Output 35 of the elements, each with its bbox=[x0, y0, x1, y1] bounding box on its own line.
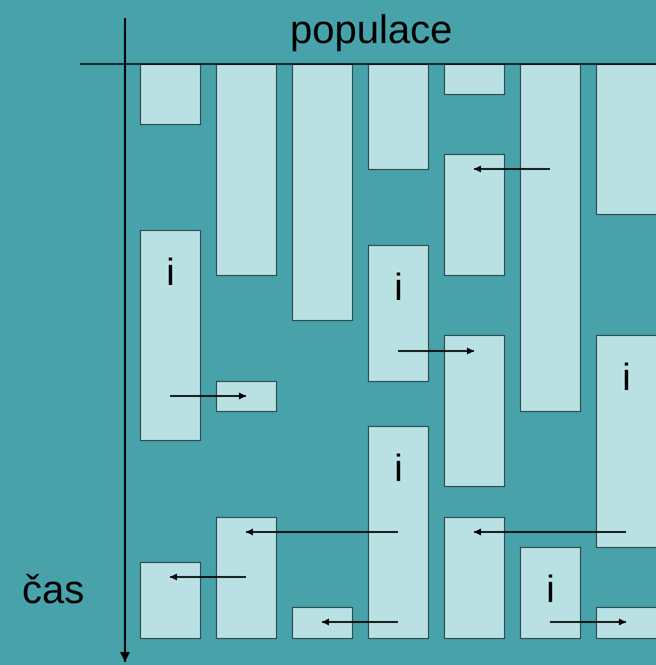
arrow bbox=[246, 528, 398, 536]
population-bar bbox=[368, 64, 429, 170]
bar-letter: i bbox=[393, 268, 404, 308]
population-bar bbox=[140, 562, 201, 639]
arrow bbox=[474, 528, 626, 536]
population-bar bbox=[596, 607, 656, 639]
population-bar bbox=[444, 154, 505, 276]
population-bar bbox=[140, 64, 201, 125]
population-bar bbox=[444, 335, 505, 487]
bar-letter: i bbox=[393, 449, 404, 489]
population-bar bbox=[596, 335, 656, 548]
axis-title: populace bbox=[290, 8, 452, 52]
population-bar bbox=[140, 230, 201, 441]
arrow bbox=[474, 166, 550, 172]
population-bar bbox=[444, 517, 505, 639]
arrow bbox=[550, 618, 626, 626]
population-bar bbox=[216, 517, 277, 639]
population-bar bbox=[368, 426, 429, 639]
population-bar bbox=[292, 64, 353, 321]
population-bar bbox=[216, 381, 277, 412]
arrow bbox=[322, 618, 398, 626]
bar-letter: i bbox=[545, 570, 556, 610]
population-bar bbox=[368, 245, 429, 382]
population-bar bbox=[520, 64, 581, 412]
arrow bbox=[170, 574, 246, 580]
arrow bbox=[398, 348, 474, 354]
population-bar bbox=[596, 64, 656, 215]
axis-title: čas bbox=[22, 568, 84, 612]
population-bar bbox=[216, 64, 277, 276]
bar-letter: i bbox=[621, 358, 632, 398]
arrow bbox=[170, 392, 246, 400]
population-bar bbox=[520, 547, 581, 639]
bar-letter: i bbox=[165, 253, 176, 293]
population-bar bbox=[444, 64, 505, 95]
population-bar bbox=[292, 607, 353, 639]
